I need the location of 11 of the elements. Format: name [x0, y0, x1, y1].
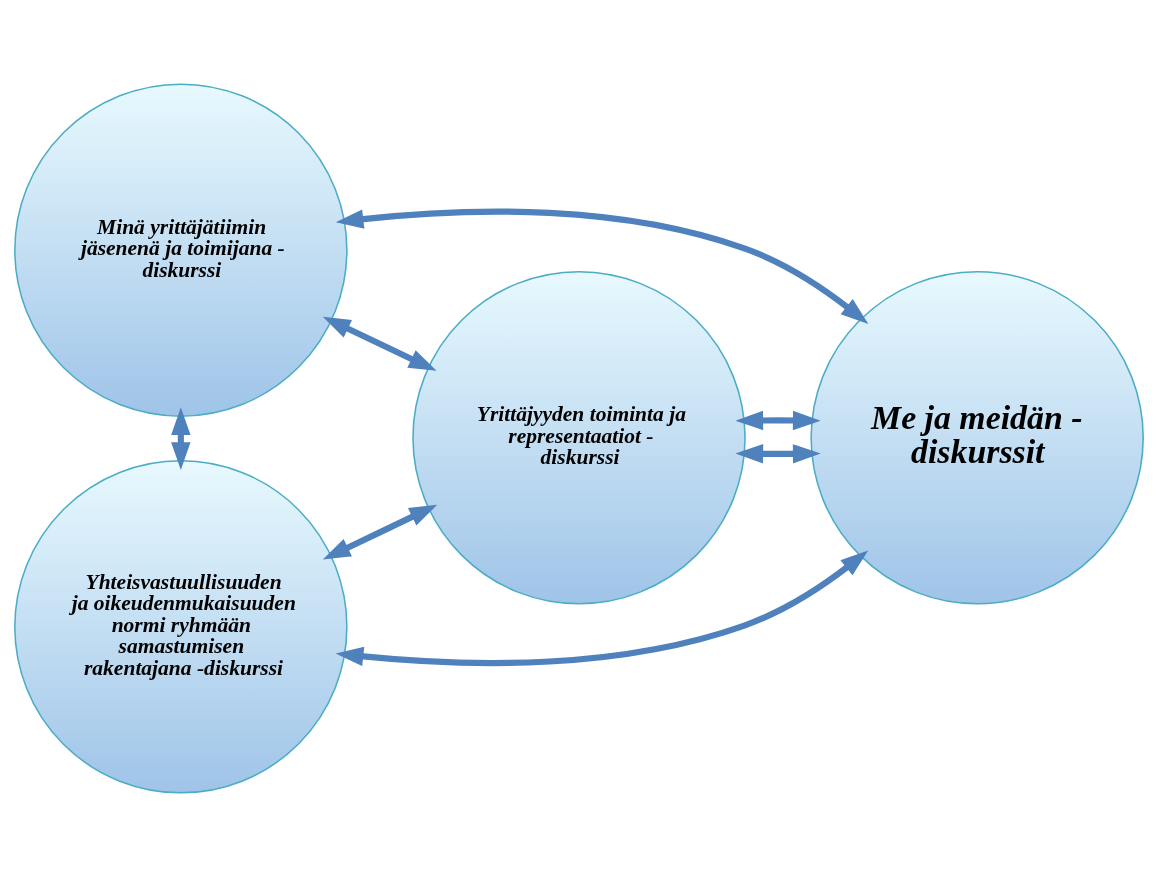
- arrow: [322, 316, 437, 371]
- node-circle: Minä yrittäjätiimin jäsenenä ja toimijana - diskurssi: [14, 83, 348, 417]
- node-circle: Yrittäjyyden toiminta ja representaatiot - diskurssi: [412, 270, 746, 605]
- arrow: [735, 444, 821, 464]
- node-circle: Me ja meidän - diskurssit: [810, 270, 1144, 605]
- arrow: [335, 550, 869, 667]
- node-circle: Yhteisvastuullisuuden ja oikeudenmukaisuuden normi ryhmään samastumisen rakentajana -diskurssi: [14, 460, 348, 794]
- arrow: [322, 504, 438, 560]
- arrow: [171, 407, 191, 470]
- arrow: [735, 410, 821, 431]
- arrow: [335, 208, 869, 324]
